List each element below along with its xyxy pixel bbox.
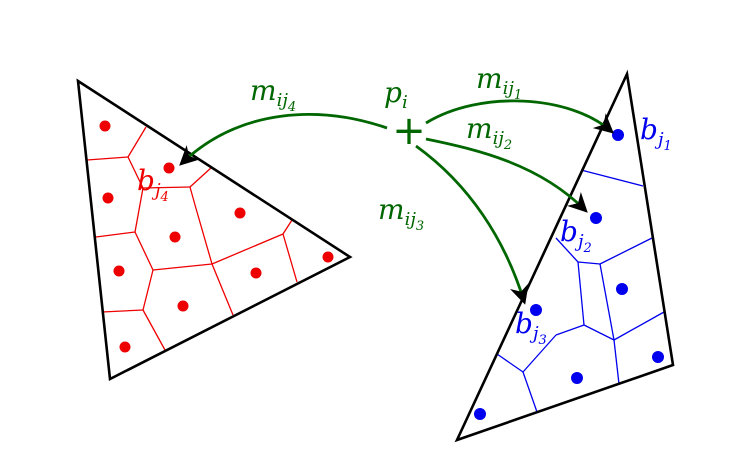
label-b-j2: bj2: [560, 215, 592, 256]
label-m-ij4: mij4: [250, 74, 296, 115]
left-cell-edge: [211, 233, 284, 265]
label-m-ij3: mij3: [378, 193, 424, 234]
red-labels: bj4: [137, 164, 169, 205]
right-cell-edge: [555, 237, 579, 263]
arrow-m3: [415, 144, 529, 305]
label-m-ij2: mij2: [466, 112, 512, 153]
left-points: [99, 120, 334, 353]
label-b-j4: bj4: [137, 164, 169, 205]
label-b-j1: bj1: [640, 113, 672, 154]
left-cell-edge: [86, 156, 129, 161]
right-cell-edge: [522, 371, 538, 413]
red-point: [169, 231, 181, 243]
left-cell-edge: [127, 126, 147, 158]
blue-point: [616, 283, 628, 295]
red-point: [119, 341, 131, 353]
left-cell-edge: [95, 231, 136, 238]
left-cell-edge: [152, 263, 213, 271]
arrow-m1: [425, 99, 614, 134]
right-triangle-group: [454, 69, 675, 443]
green-labels: pi mij1 mij2 mij3 mij4: [250, 62, 522, 234]
red-point: [234, 207, 246, 219]
left-voronoi-cells: [86, 126, 298, 351]
left-cell-edge: [127, 156, 144, 189]
red-point: [163, 162, 175, 174]
right-cell-edge: [496, 353, 524, 373]
blue-labels: bj1 bj2 bj3: [515, 113, 672, 348]
blue-point: [530, 304, 542, 316]
left-triangle: [76, 78, 353, 382]
left-triangle-group: [76, 78, 353, 382]
red-point: [250, 267, 262, 279]
label-b-j3: bj3: [515, 307, 547, 348]
right-voronoi-cells: [496, 169, 665, 413]
right-cell-edge: [613, 311, 665, 341]
left-cell-edge: [142, 186, 191, 189]
left-cell-edge: [189, 186, 196, 206]
right-cell-edge: [577, 261, 601, 265]
point-marker: +: [392, 108, 426, 154]
left-cell-edge: [101, 309, 144, 313]
left-cell-edge: [142, 269, 154, 311]
right-cell-edge: [613, 339, 620, 385]
left-cell-edge: [211, 263, 234, 316]
right-points: [474, 129, 664, 420]
right-cell-edge: [580, 169, 644, 187]
match-arrows: [179, 99, 614, 305]
blue-point: [474, 408, 486, 420]
left-cell-edge: [134, 231, 154, 271]
blue-point: [590, 212, 602, 224]
blue-point: [652, 351, 664, 363]
red-point: [177, 300, 189, 312]
left-cell-edge: [189, 166, 213, 188]
left-cell-edge: [194, 204, 213, 265]
right-cell-edge: [577, 261, 585, 326]
right-cell-edge: [555, 324, 585, 336]
label-p-i: pi: [384, 76, 408, 113]
right-cell-edge: [522, 334, 557, 373]
left-cell-edge: [142, 309, 166, 351]
left-cell-edge: [282, 219, 293, 235]
right-cell-edge: [599, 237, 653, 265]
arrow-m2: [425, 137, 588, 213]
label-m-ij1: mij1: [476, 62, 522, 103]
right-cell-edge: [583, 324, 615, 341]
left-cell-edge: [134, 187, 144, 233]
red-point: [102, 192, 114, 204]
red-point: [113, 265, 125, 277]
blue-point: [571, 372, 583, 384]
right-cell-edge: [599, 263, 615, 341]
red-point: [322, 251, 334, 263]
red-point: [99, 120, 111, 132]
arrow-m4: [179, 113, 388, 166]
blue-point: [612, 129, 624, 141]
left-cell-edge: [282, 233, 298, 283]
right-triangle: [454, 69, 675, 443]
